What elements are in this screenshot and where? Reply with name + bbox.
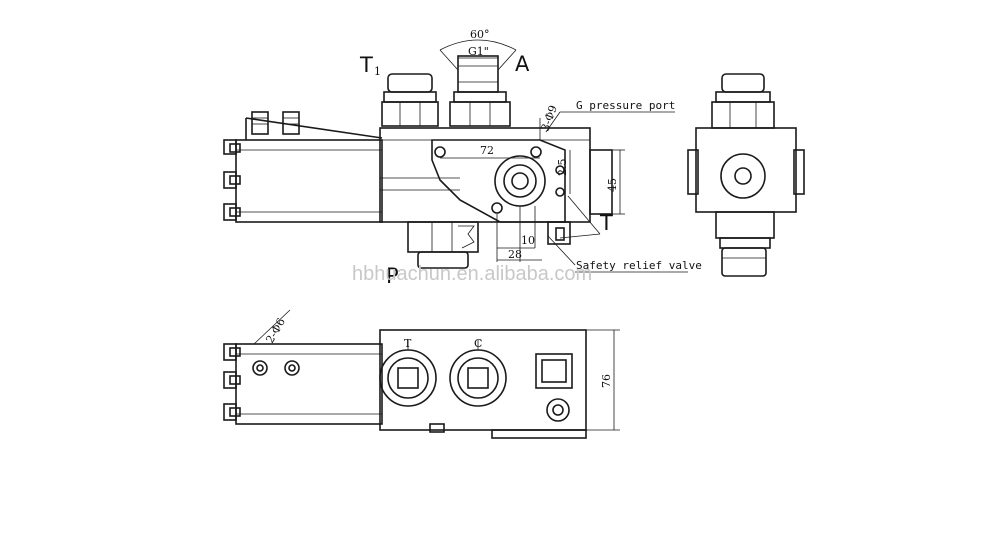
top-round-port bbox=[546, 398, 570, 422]
p-fitting bbox=[407, 221, 479, 269]
top-port-c-square bbox=[467, 367, 489, 389]
central-port-inner bbox=[503, 164, 537, 198]
central-port-outer bbox=[494, 155, 546, 207]
label-dim-10: 10 bbox=[521, 234, 535, 247]
right-port-face bbox=[589, 149, 613, 215]
label-safety-relief-valve: Safety relief valve bbox=[576, 259, 702, 272]
label-thread: G1" bbox=[468, 45, 489, 58]
top-hole-2 bbox=[284, 360, 300, 376]
label-port-t-small: T bbox=[404, 337, 412, 350]
a-fitting bbox=[449, 55, 511, 127]
top-hole-1 bbox=[252, 360, 268, 376]
hole-2 bbox=[530, 146, 542, 158]
label-holes-bottom: 2-Φ6 bbox=[263, 316, 288, 346]
t1-fitting bbox=[381, 73, 439, 127]
side-port-inner bbox=[734, 167, 752, 185]
front-view bbox=[223, 39, 688, 273]
label-port-t1-sub: 1 bbox=[374, 65, 381, 78]
side-view bbox=[687, 73, 805, 277]
watermark: hbhuachun.en.alibaba.com bbox=[352, 263, 592, 285]
top-port-t-square bbox=[397, 367, 419, 389]
cylinder-body bbox=[235, 139, 383, 223]
label-port-t1: T bbox=[359, 53, 373, 77]
hole-3 bbox=[491, 202, 503, 214]
top-cylinder-body bbox=[235, 343, 383, 425]
label-angle: 60° bbox=[470, 28, 490, 41]
label-port-c-small: C bbox=[474, 337, 482, 350]
label-dim-76: 76 bbox=[600, 374, 613, 388]
side-block bbox=[695, 127, 797, 213]
label-g-pressure-port: G pressure port bbox=[576, 99, 675, 112]
central-port-bore bbox=[511, 172, 529, 190]
cylinder-fitting-2 bbox=[282, 111, 300, 135]
cylinder-fitting-1 bbox=[251, 111, 269, 135]
top-square-port bbox=[535, 353, 573, 389]
hole-1 bbox=[434, 146, 446, 158]
label-dim-72: 72 bbox=[480, 144, 494, 157]
label-dim-2-5: 2.5 bbox=[556, 159, 569, 177]
label-port-t: T bbox=[599, 211, 613, 235]
angle-arc bbox=[439, 39, 517, 51]
label-dim-45: 45 bbox=[606, 178, 619, 192]
lever-plate bbox=[431, 139, 566, 223]
left-cap-mid bbox=[223, 171, 237, 189]
label-port-a: A bbox=[515, 52, 530, 76]
safety-valve-box bbox=[547, 221, 571, 245]
label-dim-28: 28 bbox=[508, 248, 522, 261]
left-cap-bottom bbox=[223, 203, 237, 221]
top-view bbox=[223, 309, 620, 439]
label-port-p: P bbox=[386, 264, 399, 288]
side-port-outer bbox=[720, 153, 766, 199]
left-cap-top bbox=[223, 139, 237, 155]
